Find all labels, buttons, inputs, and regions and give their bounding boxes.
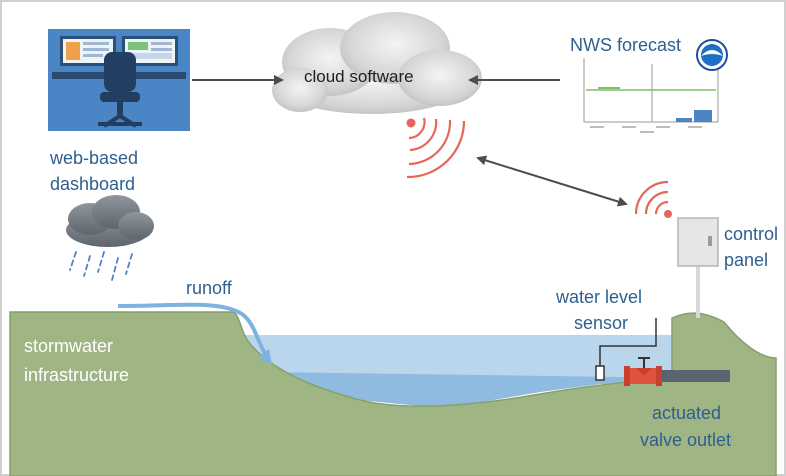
pond-deep-water [268, 372, 690, 406]
control-panel [677, 217, 719, 318]
sensor-label: sensor [574, 313, 628, 333]
sensor-probe [595, 365, 605, 381]
nws-forecast-label: NWS forecast [570, 35, 681, 55]
outlet-pipe [660, 370, 730, 382]
cloud-software-label: cloud software [304, 67, 414, 86]
runoff-label: runoff [186, 278, 233, 298]
noaa-logo-icon [696, 39, 728, 71]
water-level-label: water level [555, 287, 642, 307]
runoff-arrow [117, 302, 272, 365]
panel-label: panel [724, 250, 768, 270]
actuated-valve [624, 357, 730, 386]
dashboard-illustration [48, 29, 190, 131]
cloud-panel-arrow [476, 155, 628, 207]
cloud-icon [272, 12, 482, 114]
cloud-software: cloud software [272, 12, 482, 114]
landscape [9, 311, 777, 476]
valve-outlet-label: valve outlet [640, 430, 731, 450]
rain-cloud-icon [66, 195, 154, 281]
actuated-label: actuated [652, 403, 721, 423]
stormwater-label: stormwater [24, 336, 113, 356]
control-label: control [724, 224, 778, 244]
water-level-sensor [595, 318, 657, 381]
cloud-wifi-icon [406, 117, 466, 179]
dashboard-label: dashboard [50, 174, 135, 194]
web-based-label: web-based [49, 148, 138, 168]
panel-wifi-icon [634, 180, 672, 218]
infrastructure-label: infrastructure [24, 365, 129, 385]
nws-forecast-chart: NWS forecast [570, 35, 728, 138]
